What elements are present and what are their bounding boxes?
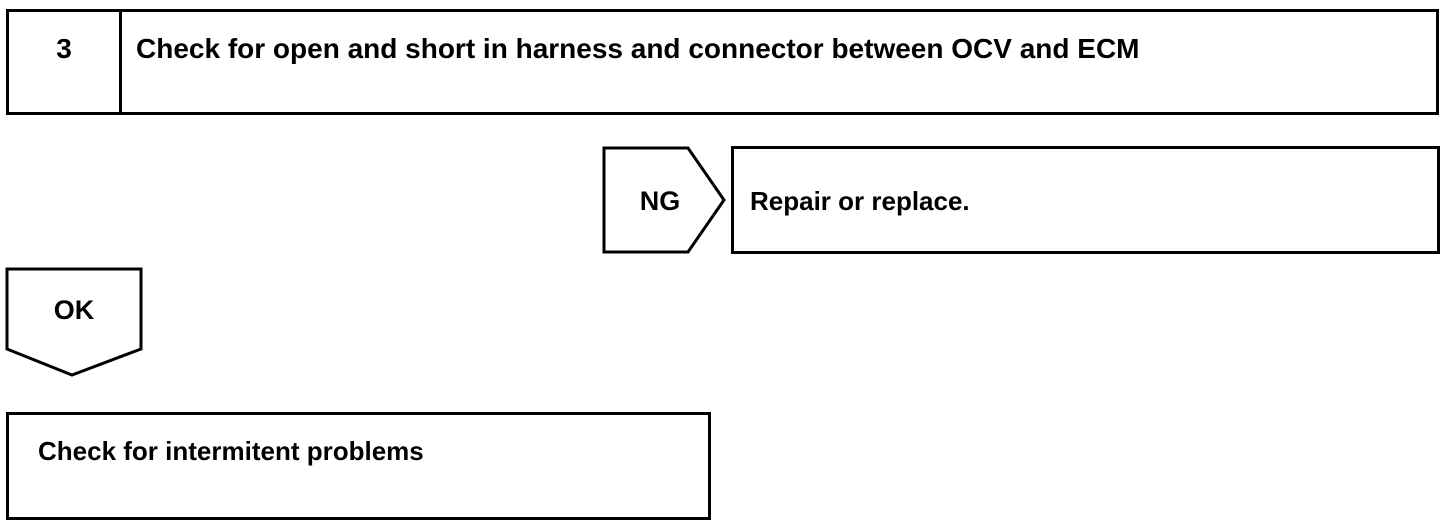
ng-label: NG [639, 186, 681, 216]
ng-action-box: Repair or replace. [731, 146, 1440, 254]
ok-arrow-shape [5, 267, 143, 377]
ng-action-text: Repair or replace. [750, 186, 970, 216]
step-title: Check for open and short in harness and … [136, 33, 1140, 64]
ng-arrow-shape [602, 146, 726, 254]
step-box: 3 Check for open and short in harness an… [6, 9, 1439, 115]
step-number: 3 [9, 12, 122, 112]
ok-action-box: Check for intermitent problems [6, 412, 711, 520]
ok-action-text: Check for intermitent problems [38, 436, 424, 466]
ok-label: OK [53, 295, 95, 325]
